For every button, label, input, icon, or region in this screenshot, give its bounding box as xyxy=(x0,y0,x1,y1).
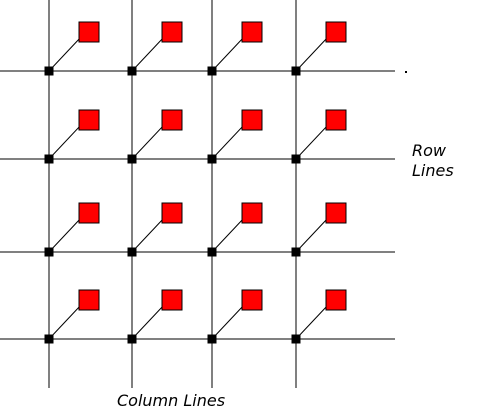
cell-connector xyxy=(295,124,329,160)
cell-connector xyxy=(211,124,245,160)
grid-node xyxy=(44,247,54,257)
grid-node xyxy=(127,334,137,344)
cell-square xyxy=(241,109,263,131)
grid-node xyxy=(291,247,301,257)
grid-node xyxy=(44,154,54,164)
grid-node xyxy=(44,334,54,344)
cell-connector xyxy=(48,304,82,340)
cell-square xyxy=(78,202,100,224)
grid-node xyxy=(291,334,301,344)
cell-square xyxy=(325,21,347,43)
cell-square xyxy=(325,289,347,311)
grid-node xyxy=(207,66,217,76)
cell-connector xyxy=(131,304,165,340)
grid-node xyxy=(127,154,137,164)
cell-square xyxy=(325,202,347,224)
cell-square xyxy=(161,21,183,43)
cell-square xyxy=(161,289,183,311)
grid-node xyxy=(127,247,137,257)
cell-connector xyxy=(295,304,329,340)
row-lines-label-line2: Lines xyxy=(412,161,454,180)
cell-connector xyxy=(131,217,165,253)
cell-square xyxy=(161,202,183,224)
grid-node xyxy=(291,66,301,76)
cell-connector xyxy=(48,36,82,72)
row-line-end-mark xyxy=(405,71,407,73)
grid-node xyxy=(207,247,217,257)
row-lines-label: Row Lines xyxy=(412,141,476,181)
cell-square xyxy=(161,109,183,131)
cell-square xyxy=(78,109,100,131)
cell-connector xyxy=(211,304,245,340)
cell-connector xyxy=(211,217,245,253)
cell-square xyxy=(78,21,100,43)
cell-connector xyxy=(295,36,329,72)
cell-connector xyxy=(211,36,245,72)
cell-connector xyxy=(131,124,165,160)
cell-connector xyxy=(131,36,165,72)
cell-square xyxy=(241,21,263,43)
grid-node xyxy=(207,154,217,164)
row-lines-label-line1: Row xyxy=(412,141,446,160)
cell-connector xyxy=(295,217,329,253)
grid-node xyxy=(291,154,301,164)
grid-node xyxy=(44,66,54,76)
cell-square xyxy=(78,289,100,311)
grid-node xyxy=(207,334,217,344)
cell-square xyxy=(325,109,347,131)
column-lines-label: Column Lines xyxy=(117,391,226,410)
cell-connector xyxy=(48,124,82,160)
cell-square xyxy=(241,289,263,311)
cell-connector xyxy=(48,217,82,253)
grid-node xyxy=(127,66,137,76)
cell-square xyxy=(241,202,263,224)
